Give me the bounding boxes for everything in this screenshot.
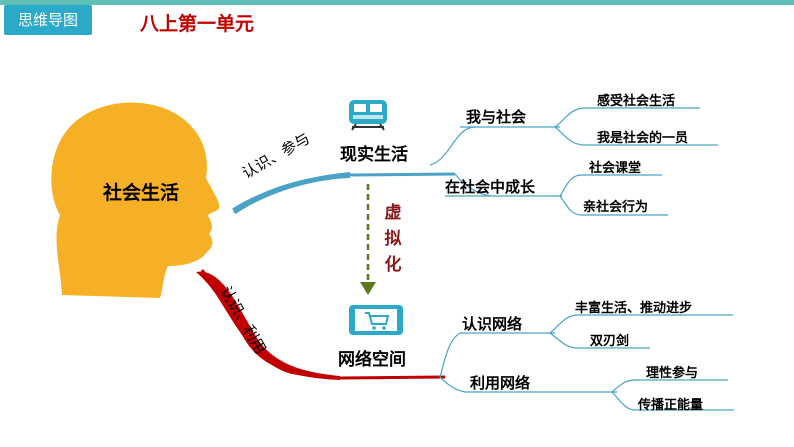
child4-leaf-lines: [611, 379, 734, 411]
branch2-bracket: [439, 332, 466, 393]
child1-leaf-lines: [554, 107, 718, 146]
child3-leaf-lines: [549, 314, 733, 349]
leaf-item: 理性参与: [646, 366, 699, 381]
leaf-item: 我是社会的一员: [597, 131, 689, 146]
branch-label-cyberspace: 网络空间: [338, 350, 406, 370]
child2-leaf-lines: [559, 174, 668, 216]
child-label: 认识网络: [462, 315, 523, 333]
transition-char: 虚: [384, 203, 402, 223]
transition-char: 拟: [384, 229, 402, 249]
transition-arrow-head: [360, 282, 376, 295]
branch1-bracket: [429, 126, 491, 197]
center-label: 社会生活: [103, 182, 180, 204]
head-silhouette: [51, 102, 220, 299]
lower-connector-taper: [196, 271, 340, 380]
leaf-item: 社会课堂: [589, 161, 642, 176]
child-label: 在社会中成长: [445, 178, 536, 196]
upper-connector-taper: [233, 172, 350, 214]
child-label: 利用网络: [470, 374, 531, 392]
leaf-item: 亲社会行为: [583, 200, 649, 215]
tablet-cart-icon: [349, 305, 403, 335]
train-icon: [349, 100, 387, 131]
leaf-item: 传播正能量: [638, 398, 704, 413]
transition-label: 虚 拟 化: [383, 200, 403, 278]
branch-label-real-life: 现实生活: [340, 145, 408, 165]
transition-char: 化: [384, 255, 402, 275]
leaf-item: 丰富生活、推动进步: [575, 301, 693, 316]
top-accent-bar: [0, 0, 794, 5]
page-title: 八上第一单元: [140, 13, 255, 35]
mindmap-tag: 思维导图: [4, 5, 92, 35]
leaf-item: 双刃剑: [590, 334, 630, 349]
leaf-item: 感受社会生活: [597, 94, 676, 109]
child-label: 我与社会: [466, 108, 527, 126]
